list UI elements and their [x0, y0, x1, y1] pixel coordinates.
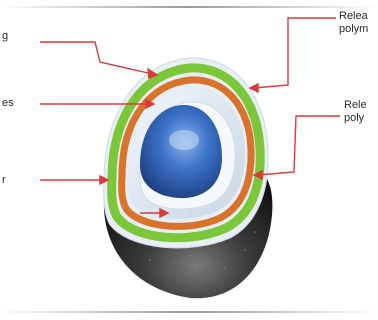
label-left-1: g [2, 30, 8, 43]
label-right-1-line1: Relea [339, 10, 368, 23]
top-divider [0, 6, 378, 8]
label-right-2-line2: poly [344, 112, 367, 125]
bottom-divider [0, 311, 378, 313]
label-left-2-text: es [2, 97, 14, 110]
leader-line-left-1 [40, 42, 157, 75]
leader-line-right-2 [258, 116, 340, 175]
label-right-1: Relea polym [339, 10, 368, 36]
leader-line-right-1 [254, 18, 336, 88]
label-right-2-line1: Rele [344, 99, 367, 112]
label-right-2: Rele poly [344, 99, 367, 125]
label-right-1-line2: polym [339, 23, 368, 36]
core-highlight [169, 130, 199, 150]
label-left-3: r [2, 174, 6, 187]
label-left-2: es [2, 97, 14, 110]
label-left-3-text: r [2, 174, 6, 187]
label-left-1-text: g [2, 30, 8, 43]
